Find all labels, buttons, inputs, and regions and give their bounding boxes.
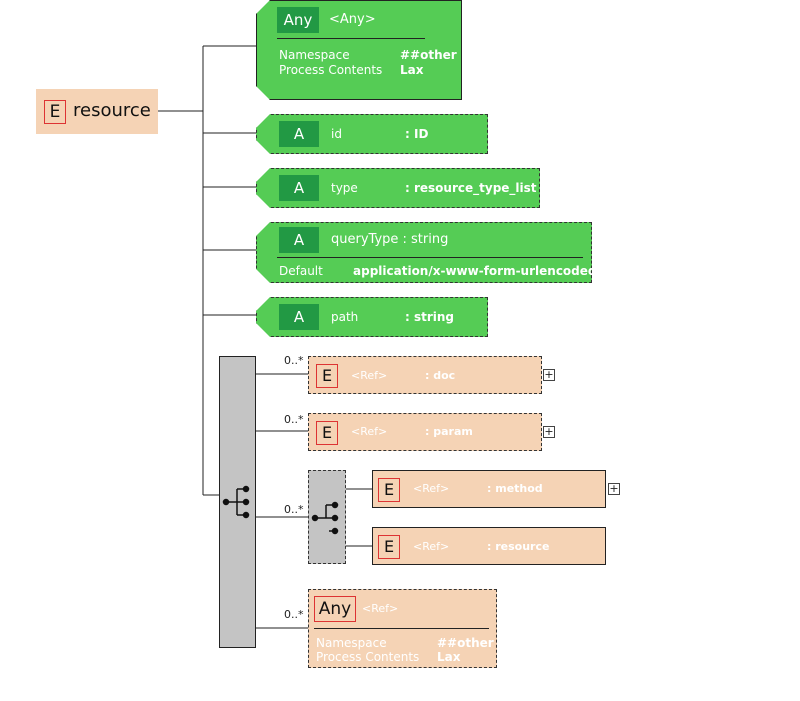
namespace-value: ##other [437, 636, 494, 650]
element-ref: <Ref> [351, 425, 388, 438]
any-element-box[interactable]: Any <Ref> Namespace ##other Process Cont… [308, 589, 497, 668]
element-type: : doc [425, 369, 456, 382]
choice-icon [311, 501, 339, 535]
element-type: : resource [487, 540, 550, 553]
attribute-badge: A [279, 175, 319, 201]
process-contents-label: Process Contents [316, 650, 420, 664]
root-element-name: resource [73, 100, 151, 121]
element-method[interactable]: E <Ref> : method [372, 470, 606, 508]
any-element-ref: <Ref> [362, 602, 399, 615]
attribute-name: type [331, 181, 358, 195]
element-type: : param [425, 425, 473, 438]
divider [314, 628, 489, 629]
element-doc[interactable]: E <Ref> : doc [308, 356, 542, 394]
attribute-type: : resource_type_list [405, 181, 537, 195]
namespace-label: Namespace [316, 636, 387, 650]
default-label: Default [279, 264, 323, 278]
element-icon: E [378, 535, 400, 559]
divider [277, 257, 583, 258]
sequence-icon [222, 485, 250, 519]
multiplicity-label: 0..* [284, 354, 304, 367]
expand-method-button[interactable]: + [608, 482, 620, 495]
any-element-icon: Any [314, 596, 356, 622]
element-icon: E [316, 364, 338, 388]
element-ref: <Ref> [351, 369, 388, 382]
namespace-label: Namespace [279, 48, 350, 62]
any-attribute-box[interactable]: Any <Any> Namespace ##other Process Cont… [256, 0, 462, 100]
any-badge: Any [277, 7, 319, 33]
sequence-compositor[interactable] [219, 356, 256, 648]
attribute-name: id [331, 127, 342, 141]
attribute-id[interactable]: A id : ID [256, 114, 488, 154]
element-resource[interactable]: E <Ref> : resource [372, 527, 606, 565]
attribute-badge: A [279, 121, 319, 147]
namespace-value: ##other [400, 48, 457, 62]
attribute-type: : ID [405, 127, 429, 141]
expand-param-button[interactable]: + [543, 425, 555, 438]
attribute-path[interactable]: A path : string [256, 297, 488, 337]
choice-multiplicity-label: 0..* [284, 503, 304, 516]
attribute-type: : string [405, 310, 455, 324]
attribute-querytype[interactable]: A queryType : string Default application… [256, 222, 592, 283]
process-contents-value: Lax [400, 63, 424, 77]
element-param[interactable]: E <Ref> : param [308, 413, 542, 451]
divider [277, 38, 425, 39]
attribute-name: queryType : string [331, 232, 449, 247]
any-multiplicity-label: 0..* [284, 608, 304, 621]
attribute-type-box[interactable]: A type : resource_type_list [256, 168, 540, 208]
element-type: : method [487, 482, 543, 495]
attribute-name: path [331, 310, 359, 324]
element-icon: E [378, 478, 400, 502]
element-icon: E [44, 100, 66, 124]
root-element-resource[interactable]: E resource [36, 89, 158, 134]
any-attribute-title: <Any> [329, 12, 376, 27]
attribute-badge: A [279, 227, 319, 253]
choice-compositor[interactable] [308, 470, 346, 564]
multiplicity-label: 0..* [284, 413, 304, 426]
element-ref: <Ref> [413, 482, 450, 495]
element-ref: <Ref> [413, 540, 450, 553]
default-value: application/x-www-form-urlencoded [353, 264, 597, 278]
process-contents-value: Lax [437, 650, 461, 664]
attribute-badge: A [279, 304, 319, 330]
expand-doc-button[interactable]: + [543, 368, 555, 381]
process-contents-label: Process Contents [279, 63, 383, 77]
element-icon: E [316, 421, 338, 445]
